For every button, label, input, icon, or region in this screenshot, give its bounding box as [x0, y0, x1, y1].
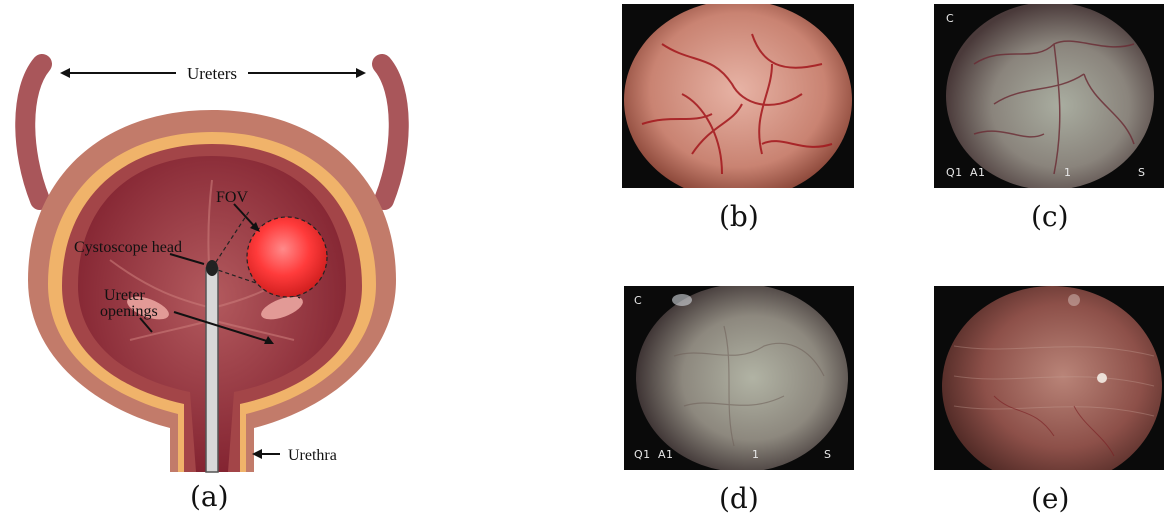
fov-label: FOV: [216, 189, 248, 206]
endoscopy-image-c: C Q1 A1 1 S: [934, 4, 1164, 188]
caption-c: (c): [1031, 200, 1069, 233]
overlay-c-a: A1: [970, 166, 986, 179]
endoscopy-image-b: [622, 4, 854, 188]
right-ureter: [382, 64, 399, 200]
urethra-label: Urethra: [288, 447, 337, 464]
overlay-d-a: A1: [658, 448, 674, 461]
overlay-c-top-left: C: [946, 12, 954, 25]
caption-e: (e): [1031, 482, 1069, 515]
bladder-illustration: Ureters FOV Cystoscope head Ureter openi…: [0, 40, 420, 480]
cystoscope-head-label: Cystoscope head: [74, 239, 182, 256]
overlay-c-s: S: [1138, 166, 1145, 179]
caption-a: (a): [190, 480, 229, 513]
overlay-d-q: Q1: [634, 448, 651, 461]
fov-circle: [247, 217, 327, 297]
left-ureter: [25, 64, 42, 200]
caption-d: (d): [719, 482, 759, 515]
bladder-diagram: Ureters FOV Cystoscope head Ureter openi…: [0, 40, 420, 480]
endoscopy-image-d: C Q1 A1 1 S: [624, 286, 854, 470]
caption-b: (b): [719, 200, 759, 233]
cystoscope-shaft: [206, 268, 218, 472]
overlay-d-num: 1: [752, 448, 760, 461]
overlay-d-top-left: C: [634, 294, 642, 307]
ureter-openings-label-line1: Ureter: [104, 287, 146, 304]
overlay-c-num: 1: [1064, 166, 1072, 179]
endoscopy-image-e: [934, 286, 1164, 470]
ureters-label: Ureters: [187, 64, 237, 83]
ureter-openings-label-line2: openings: [100, 303, 158, 320]
overlay-c-q: Q1: [946, 166, 963, 179]
overlay-d-s: S: [824, 448, 831, 461]
